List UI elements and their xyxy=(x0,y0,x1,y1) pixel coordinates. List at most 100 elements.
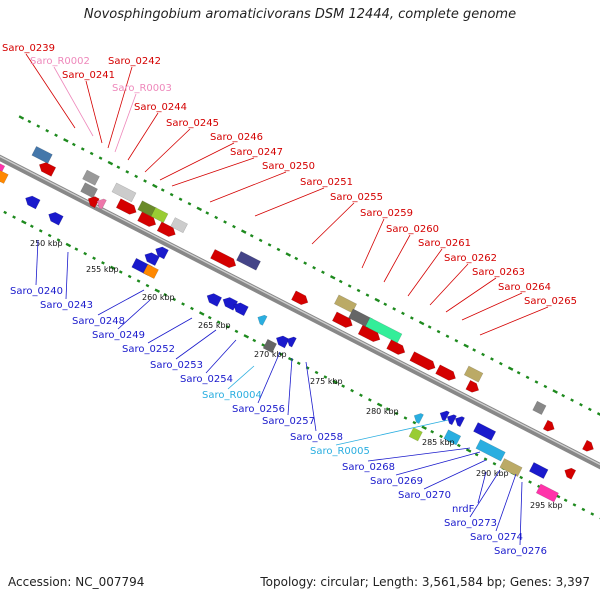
tick-dot xyxy=(258,238,263,243)
bottom-gene-label: Saro_0248 xyxy=(72,316,125,327)
tick-dot xyxy=(552,389,558,394)
gene-feature xyxy=(535,483,559,503)
gene-feature xyxy=(542,419,555,432)
leader-line xyxy=(114,93,137,153)
tick-dot xyxy=(570,398,574,402)
gene-feature xyxy=(111,182,137,203)
leader-line xyxy=(423,459,487,490)
genome-backbone xyxy=(0,154,600,470)
tick-dot xyxy=(234,329,239,334)
tick-dot xyxy=(21,219,27,225)
gene-feature xyxy=(446,414,457,426)
gene-feature xyxy=(31,146,53,164)
gene-features xyxy=(0,146,594,503)
tick-dot xyxy=(427,325,432,329)
kbp-label: 255 kbp xyxy=(86,265,119,274)
tick-dot xyxy=(563,498,568,503)
gene-feature xyxy=(210,248,237,269)
top-gene-label: Saro_0246 xyxy=(210,132,263,143)
kbp-label: 275 kbp xyxy=(310,377,343,386)
tick-dot xyxy=(394,411,399,416)
bottom-gene-label: Saro_0269 xyxy=(370,476,423,487)
bottom-gene-label: Saro_0274 xyxy=(470,532,523,543)
tick-dot xyxy=(127,274,132,279)
bottom-gene-label: Saro_0268 xyxy=(342,462,395,473)
kbp-label: 280 kbp xyxy=(366,407,399,416)
gene-feature xyxy=(48,211,64,226)
tick-dot xyxy=(207,315,212,320)
tick-dot xyxy=(152,183,158,189)
tick-dot xyxy=(492,461,497,466)
leader-line xyxy=(254,187,325,217)
tick-dot xyxy=(498,361,503,366)
tick-dot xyxy=(483,457,488,461)
tick-dot xyxy=(54,133,58,138)
tick-dot xyxy=(181,302,185,306)
tick-dot xyxy=(367,398,372,402)
tick-dot xyxy=(118,270,123,274)
bottom-gene-label: Saro_0254 xyxy=(180,374,233,385)
gene-feature xyxy=(409,351,436,371)
gene-feature xyxy=(262,338,277,354)
tick-dot xyxy=(287,356,294,362)
tick-dot xyxy=(71,142,76,147)
tick-dot xyxy=(36,124,41,128)
top-gene-label: Saro_0245 xyxy=(166,118,219,129)
tick-dot xyxy=(314,370,319,375)
tick-dot xyxy=(38,229,43,233)
tick-dot xyxy=(294,256,299,261)
gene-feature xyxy=(170,217,188,234)
gene-feature xyxy=(142,263,159,279)
tick-dot xyxy=(430,429,435,434)
tick-dot xyxy=(145,283,150,288)
leader-line xyxy=(395,451,481,476)
tick-dot xyxy=(214,215,219,220)
tick-dot xyxy=(409,316,414,320)
gene-feature xyxy=(435,364,456,381)
tick-dot xyxy=(439,434,443,439)
tick-dot xyxy=(136,279,141,283)
leader-line xyxy=(65,251,69,300)
gene-feature xyxy=(408,427,423,442)
gene-feature xyxy=(528,462,549,479)
tick-dot xyxy=(249,233,254,238)
top-gene-label: Saro_0262 xyxy=(444,253,497,264)
leader-line xyxy=(335,419,449,446)
gene-feature xyxy=(443,429,462,446)
tick-dot xyxy=(516,370,521,375)
tick-dot xyxy=(3,210,8,215)
tick-dot xyxy=(27,119,32,124)
leader-line xyxy=(429,263,469,306)
kbp-label: 260 kbp xyxy=(142,293,175,302)
tick-dot xyxy=(74,247,79,251)
kbp-label: 290 kbp xyxy=(476,469,509,478)
tick-dot xyxy=(190,306,194,311)
tick-dot xyxy=(80,147,85,151)
bottom-gene-label: Saro_0249 xyxy=(92,330,145,341)
tick-dot xyxy=(534,380,539,384)
tick-dot xyxy=(98,156,103,160)
leader-line xyxy=(227,365,255,390)
tick-dot xyxy=(350,388,354,393)
tick-dot xyxy=(89,151,94,156)
tick-dot xyxy=(303,261,308,265)
leader-line xyxy=(117,299,151,330)
tick-dot xyxy=(172,297,177,302)
gene-feature xyxy=(96,198,107,210)
leader-line xyxy=(361,218,385,269)
tick-dot xyxy=(56,238,61,242)
tick-dot xyxy=(243,334,250,339)
gene-feature xyxy=(137,211,157,227)
tick-dot xyxy=(359,393,363,398)
gene-feature xyxy=(257,314,268,326)
tick-dot xyxy=(276,247,281,252)
tick-dot xyxy=(528,480,532,484)
tick-dot xyxy=(12,215,16,219)
tick-dot xyxy=(143,179,147,183)
gene-feature xyxy=(386,339,406,355)
tick-dot xyxy=(323,375,328,379)
top-gene-label: Saro_0259 xyxy=(360,208,413,219)
top-gene-label: Saro_0255 xyxy=(330,192,383,203)
tick-dot xyxy=(507,366,514,371)
